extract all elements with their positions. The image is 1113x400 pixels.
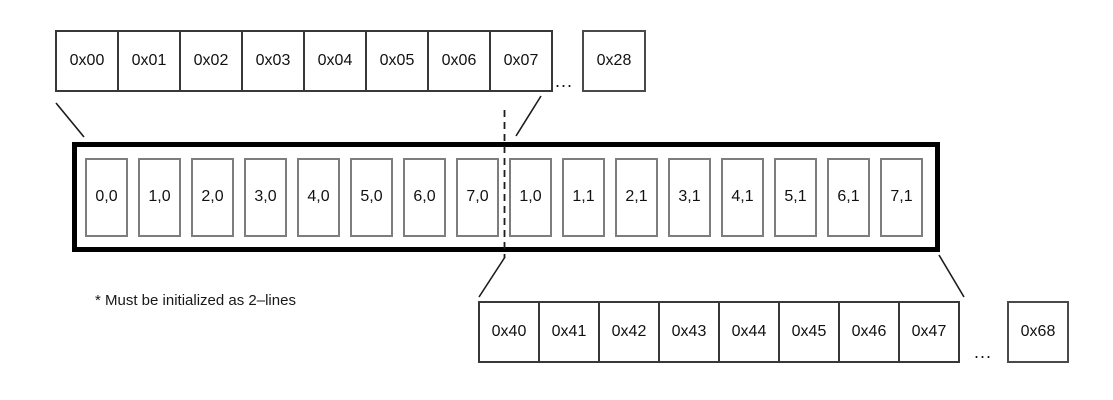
- buffer-cell: 6,0: [403, 157, 446, 237]
- bottom-tail-address-cell: 0x68: [1007, 301, 1069, 363]
- bottom-row-ellipsis: ...: [973, 342, 992, 362]
- buffer-cell: 4,1: [721, 157, 764, 237]
- address-cell: 0x40: [478, 301, 540, 363]
- connector-bottom-left-line: [478, 256, 506, 298]
- address-cell: 0x41: [538, 301, 600, 363]
- address-cell: 0x01: [117, 30, 181, 92]
- address-cell: 0x04: [303, 30, 367, 92]
- address-cell: 0x42: [598, 301, 660, 363]
- connector-top-right-line: [515, 95, 542, 137]
- top-row-ellipsis: ...: [554, 71, 573, 91]
- buffer-cell: 1,0: [138, 157, 181, 237]
- connector-bottom-right-line: [938, 254, 965, 298]
- address-cell: 0x05: [365, 30, 429, 92]
- bottom-address-row: 0x40 0x41 0x42 0x43 0x44 0x45 0x46 0x47: [478, 301, 960, 363]
- buffer-cell: 4,0: [297, 157, 340, 237]
- footnote-text: * Must be initialized as 2–lines: [95, 292, 296, 309]
- address-cell: 0x46: [838, 301, 900, 363]
- address-cell: 0x47: [898, 301, 960, 363]
- line-buffer-box: 0,0 1,0 2,0 3,0 4,0 5,0 6,0 7,0 1,0 1,1 …: [72, 142, 940, 252]
- buffer-cell: 5,0: [350, 157, 393, 237]
- address-cell: 0x00: [55, 30, 119, 92]
- buffer-cell: 2,1: [615, 157, 658, 237]
- buffer-cell: 1,1: [562, 157, 605, 237]
- address-cell: 0x03: [241, 30, 305, 92]
- buffer-cell: 3,0: [244, 157, 287, 237]
- buffer-cell: 7,0: [456, 157, 499, 237]
- buffer-cell: 5,1: [774, 157, 817, 237]
- address-cell: 0x07: [489, 30, 553, 92]
- top-address-row: 0x00 0x01 0x02 0x03 0x04 0x05 0x06 0x07: [55, 30, 553, 92]
- top-tail-address-cell: 0x28: [582, 30, 646, 92]
- address-cell: 0x44: [718, 301, 780, 363]
- address-cell: 0x06: [427, 30, 491, 92]
- connector-top-left-line: [55, 102, 85, 138]
- buffer-cell: 1,0: [509, 157, 552, 237]
- buffer-cell: 0,0: [85, 157, 128, 237]
- address-cell: 0x43: [658, 301, 720, 363]
- buffer-cell: 3,1: [668, 157, 711, 237]
- buffer-cell: 6,1: [827, 157, 870, 237]
- buffer-cell: 7,1: [880, 157, 923, 237]
- address-cell: 0x45: [778, 301, 840, 363]
- buffer-cell: 2,0: [191, 157, 234, 237]
- address-cell: 0x02: [179, 30, 243, 92]
